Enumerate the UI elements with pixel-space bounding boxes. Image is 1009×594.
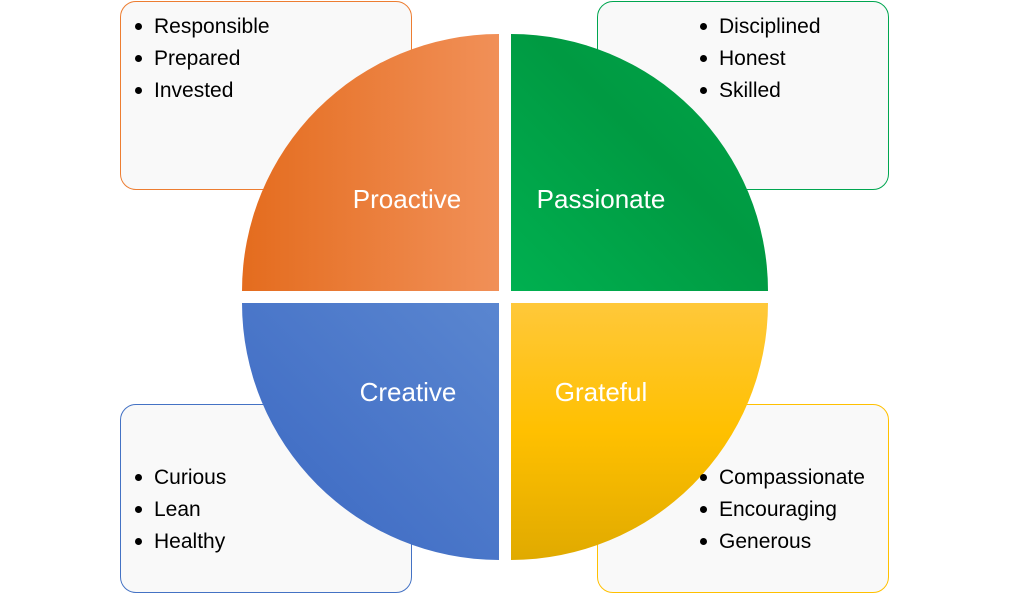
list-item: Compassionate: [700, 462, 865, 494]
list-item: Prepared: [135, 43, 270, 75]
proactive-traits-list: Responsible Prepared Invested: [135, 11, 270, 107]
list-item: Invested: [135, 75, 270, 107]
grateful-label: Grateful: [555, 377, 648, 407]
list-item: Honest: [700, 43, 821, 75]
passionate-label: Passionate: [537, 184, 666, 214]
list-item: Disciplined: [700, 11, 821, 43]
passionate-traits-list: Disciplined Honest Skilled: [700, 11, 821, 107]
creative-quadrant: [242, 303, 499, 560]
list-item: Curious: [135, 462, 226, 494]
proactive-quadrant: [242, 34, 499, 291]
list-item: Encouraging: [700, 494, 865, 526]
list-item: Responsible: [135, 11, 270, 43]
list-item: Skilled: [700, 75, 821, 107]
passionate-quadrant: [511, 34, 768, 291]
proactive-label: Proactive: [353, 184, 461, 214]
list-item: Lean: [135, 494, 226, 526]
list-item: Generous: [700, 526, 865, 558]
creative-traits-list: Curious Lean Healthy: [135, 462, 226, 558]
creative-label: Creative: [360, 377, 457, 407]
grateful-quadrant: [511, 303, 768, 560]
list-item: Healthy: [135, 526, 226, 558]
grateful-traits-list: Compassionate Encouraging Generous: [700, 462, 865, 558]
